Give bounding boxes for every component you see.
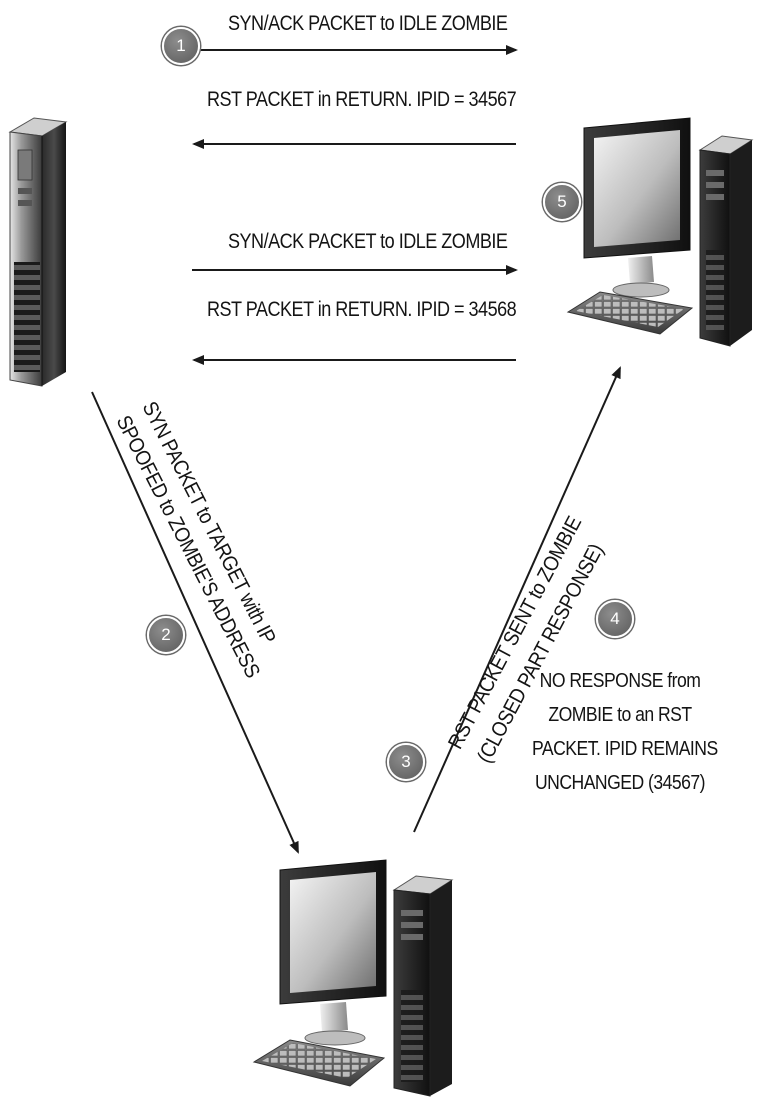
- arrow-label-syn-ack-2: SYN/ACK PACKET to IDLE ZOMBIE: [228, 230, 507, 254]
- zombie-computer-icon: [568, 118, 752, 346]
- attacker-server-icon: [10, 118, 66, 386]
- target-computer-icon: [254, 860, 452, 1096]
- arrow-label-rst-return-2: RST PACKET in RETURN. IPID = 34568: [207, 298, 516, 322]
- note-line-4: UNCHANGED (34567): [532, 766, 708, 800]
- arrow-label-rst-return-1: RST PACKET in RETURN. IPID = 34567: [207, 88, 516, 112]
- step-badge-4: 4: [596, 600, 634, 638]
- step-badge-2: 2: [147, 616, 185, 654]
- arrow-label-syn-ack-1: SYN/ACK PACKET to IDLE ZOMBIE: [228, 12, 507, 36]
- step-badge-5: 5: [543, 183, 581, 221]
- note-line-1: NO RESPONSE from: [532, 664, 708, 698]
- no-response-note: NO RESPONSE from ZOMBIE to an RST PACKET…: [532, 664, 708, 800]
- step-badge-1: 1: [162, 27, 200, 65]
- note-line-3: PACKET. IPID REMAINS: [532, 732, 708, 766]
- note-line-2: ZOMBIE to an RST: [532, 698, 708, 732]
- step-badge-3: 3: [387, 743, 425, 781]
